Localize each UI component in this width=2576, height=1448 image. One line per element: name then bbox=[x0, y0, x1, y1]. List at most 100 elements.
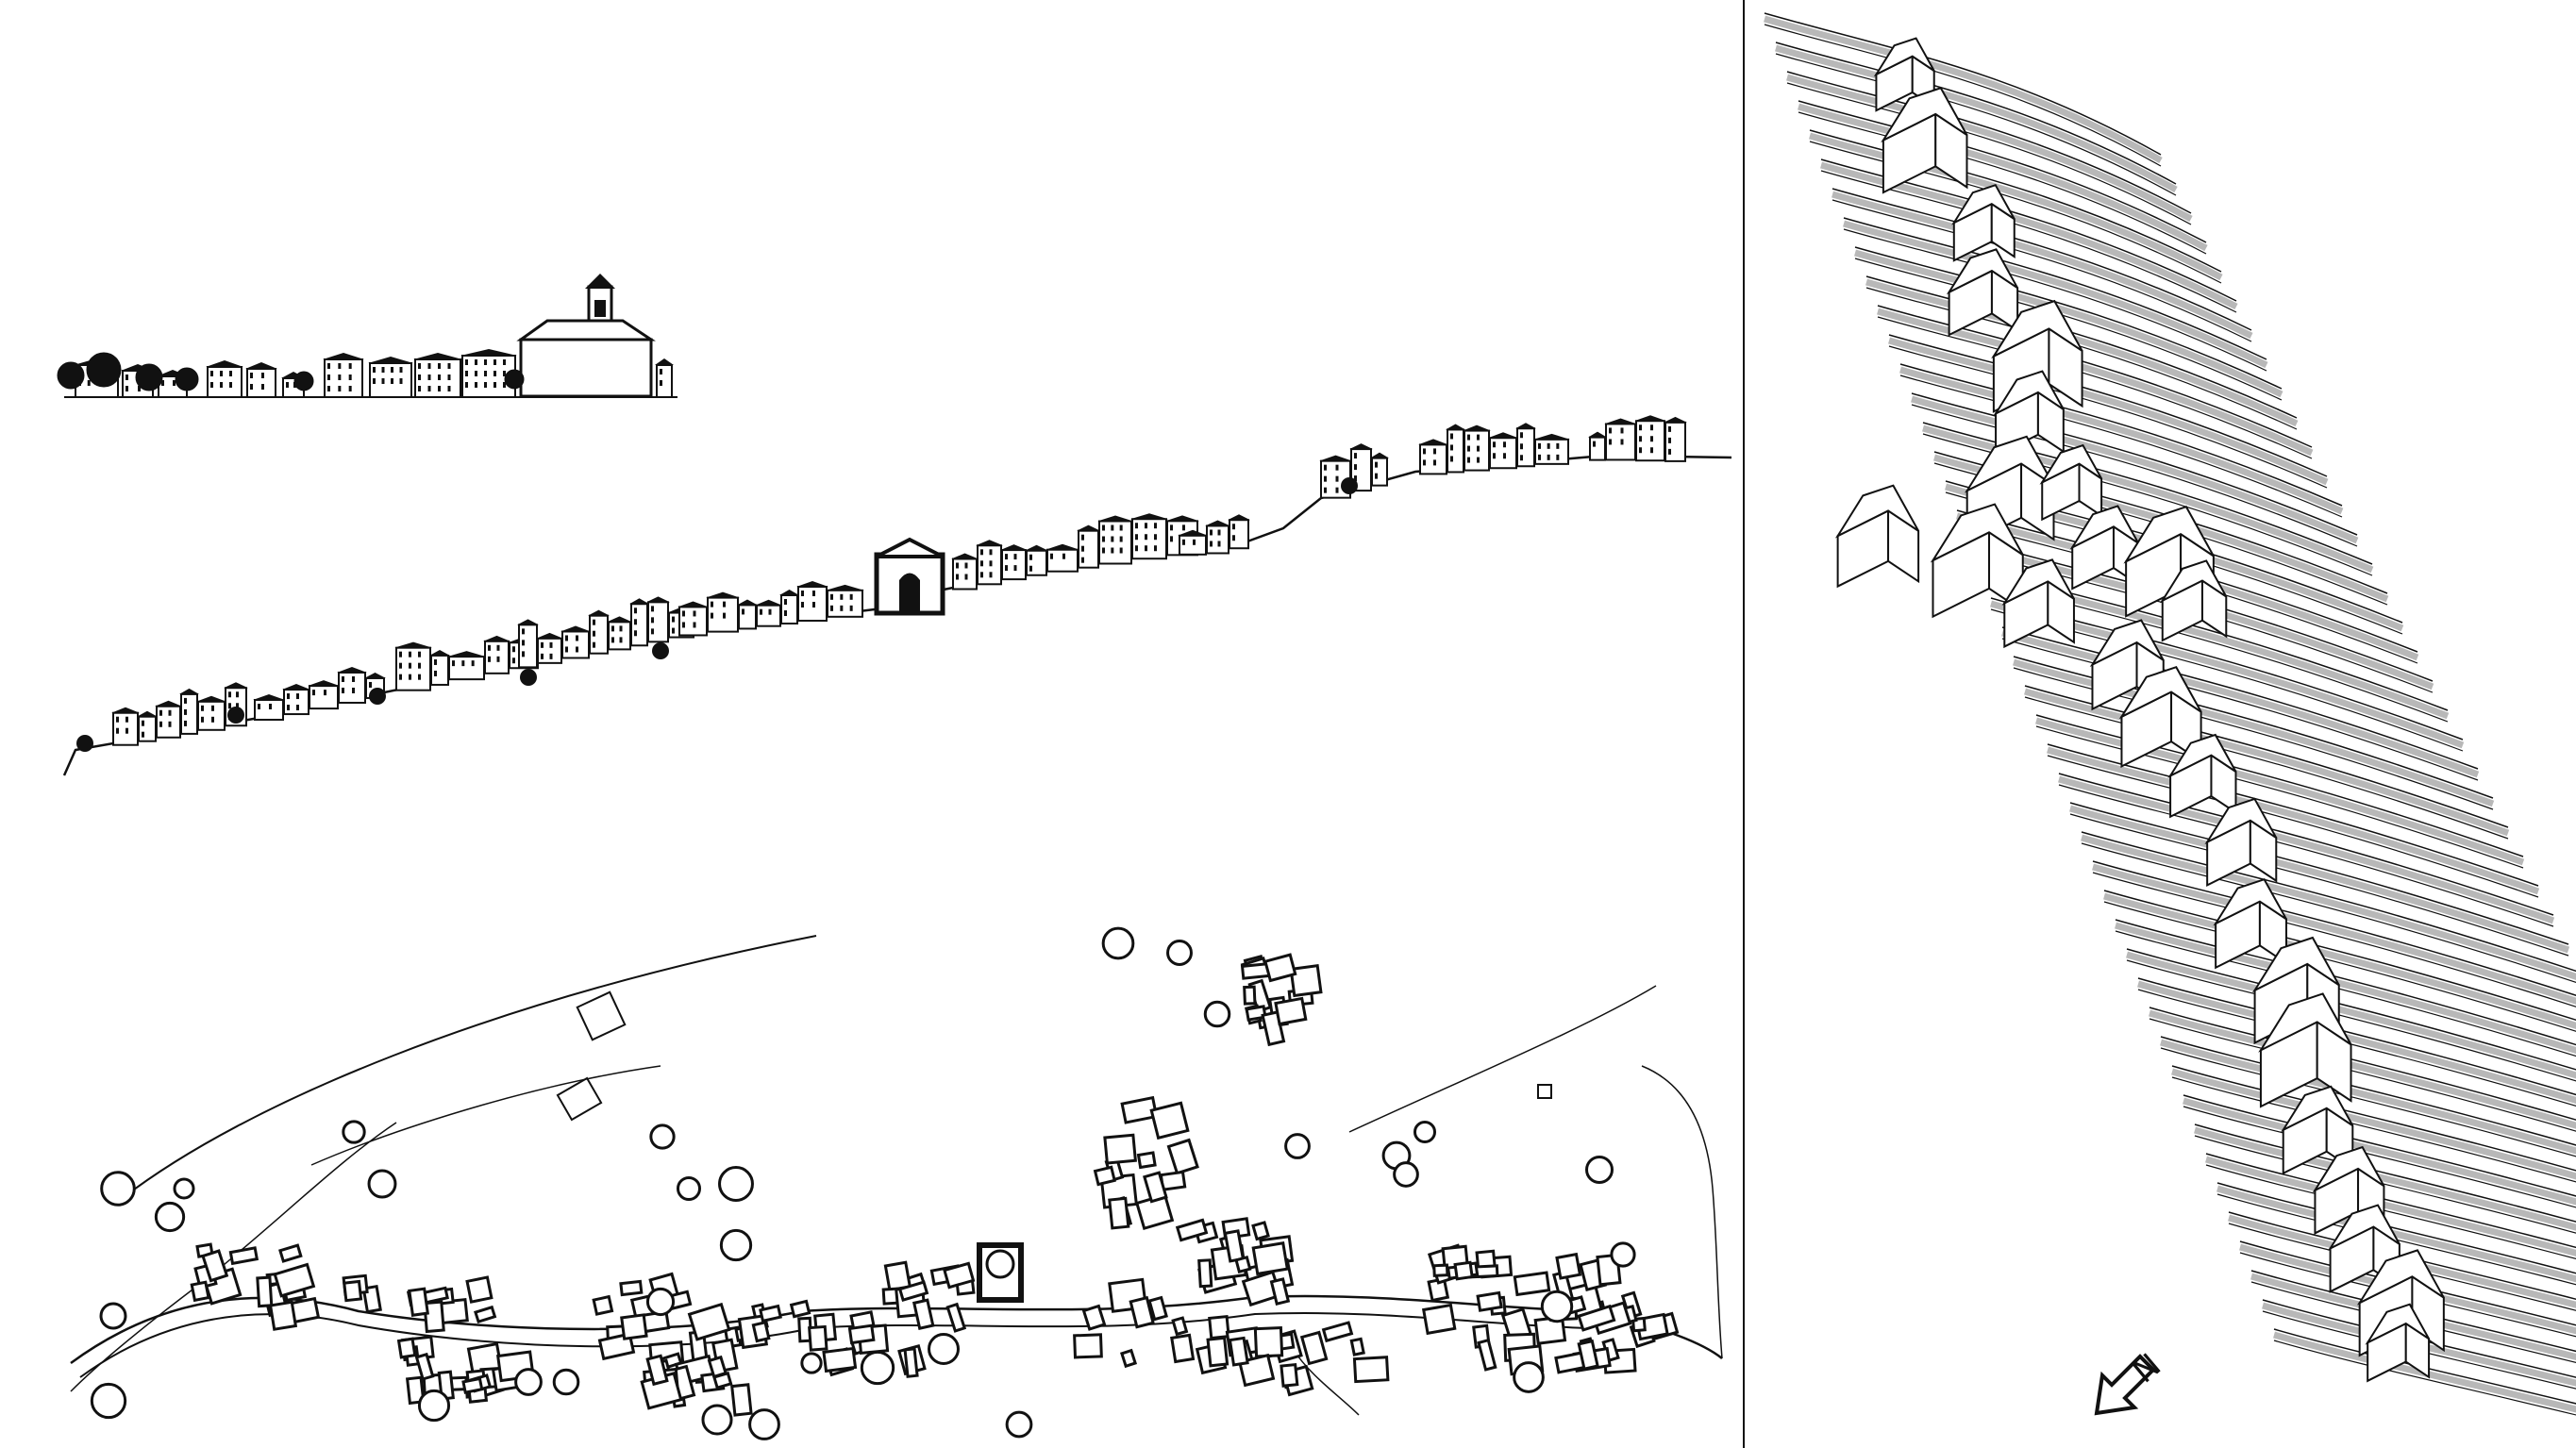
tree-icon bbox=[1005, 1410, 1033, 1439]
building-footprint bbox=[1143, 1171, 1168, 1204]
terrace-contour bbox=[1798, 100, 2207, 243]
house-elevation bbox=[560, 625, 591, 659]
building-footprint bbox=[273, 1262, 316, 1298]
terrace-band bbox=[2250, 1273, 2576, 1361]
terrace-contour bbox=[2092, 872, 2576, 1007]
building-footprint bbox=[945, 1302, 967, 1333]
house-elevation bbox=[655, 358, 674, 398]
terrace-contour bbox=[2171, 1076, 2576, 1183]
terrace-contour bbox=[2047, 743, 2539, 887]
terrace-band bbox=[2262, 1302, 2576, 1387]
church-plan bbox=[977, 1242, 1024, 1303]
tree-icon bbox=[552, 1368, 580, 1396]
house-elevation bbox=[111, 707, 140, 746]
building-footprint bbox=[256, 1275, 274, 1308]
tree-icon bbox=[1393, 1161, 1419, 1188]
tree-icon bbox=[504, 369, 525, 390]
terrace-contour bbox=[1843, 228, 2267, 372]
tree-icon bbox=[1610, 1241, 1636, 1268]
terrace-band bbox=[2228, 1214, 2576, 1308]
axonometric-house bbox=[1991, 299, 2083, 413]
tree-icon bbox=[520, 669, 537, 686]
tree-icon bbox=[1413, 1120, 1437, 1144]
building-footprint bbox=[1081, 1304, 1107, 1331]
hillside-house-row bbox=[76, 415, 1687, 752]
terrace-band bbox=[2081, 834, 2576, 981]
house-elevation bbox=[796, 581, 828, 623]
house-elevation bbox=[536, 632, 563, 664]
building-footprint bbox=[751, 1321, 771, 1343]
tree-icon bbox=[649, 1123, 676, 1150]
terrace-contour bbox=[2001, 638, 2479, 781]
terrace-contour bbox=[2250, 1270, 2576, 1353]
tree-icon bbox=[293, 371, 314, 391]
house-elevation bbox=[1178, 529, 1208, 556]
house-elevation bbox=[1664, 416, 1687, 462]
house-elevation bbox=[1588, 431, 1607, 461]
terrace-band bbox=[2183, 1097, 2576, 1206]
house-elevation bbox=[394, 641, 432, 691]
axonometric-house bbox=[2204, 797, 2278, 887]
building-footprint bbox=[190, 1280, 210, 1303]
terrace-contour bbox=[2001, 626, 2479, 770]
house-elevation bbox=[1097, 515, 1133, 565]
house-elevation bbox=[1515, 423, 1536, 468]
tree-icon bbox=[1513, 1361, 1545, 1393]
terrace-band bbox=[1911, 395, 2359, 544]
terrace-contour bbox=[2239, 1240, 2576, 1326]
terrace-contour bbox=[1843, 217, 2267, 360]
building-footprint bbox=[1253, 1326, 1284, 1358]
house-elevation bbox=[951, 553, 979, 591]
tree-icon bbox=[417, 1389, 451, 1423]
village-site-plan bbox=[70, 926, 1723, 1440]
terrace-band bbox=[1798, 103, 2208, 252]
house-elevation bbox=[483, 635, 510, 674]
building-blocks bbox=[190, 953, 1680, 1417]
terrace-contour bbox=[2205, 1153, 2576, 1249]
building-footprint bbox=[1129, 1295, 1155, 1329]
building-footprint bbox=[687, 1302, 731, 1341]
terrace-contour bbox=[2228, 1223, 2576, 1311]
building-footprint bbox=[759, 1304, 782, 1323]
terrace-contour bbox=[1786, 71, 2192, 214]
house-elevation bbox=[137, 710, 158, 742]
house-elevation bbox=[196, 695, 226, 731]
building-footprint bbox=[1274, 996, 1308, 1026]
building-footprint bbox=[1453, 1260, 1474, 1281]
house-elevation bbox=[155, 700, 182, 739]
terrace-contour bbox=[1832, 188, 2252, 331]
house-elevation bbox=[1228, 514, 1250, 550]
tree-icon bbox=[173, 1177, 195, 1200]
tree-icon bbox=[76, 735, 93, 752]
house-elevation bbox=[517, 619, 539, 669]
terrace-contour bbox=[2194, 1135, 2576, 1234]
building-footprint bbox=[228, 1246, 259, 1266]
terrace-contour bbox=[2137, 977, 2576, 1096]
house-elevation bbox=[976, 540, 1003, 586]
building-footprint bbox=[619, 1279, 644, 1297]
building-footprint bbox=[1577, 1304, 1616, 1332]
axonometric-house bbox=[1951, 183, 2016, 262]
building-footprint bbox=[1245, 1005, 1267, 1022]
building-footprint bbox=[903, 1347, 919, 1378]
building-footprint bbox=[461, 1376, 484, 1394]
terrace-band bbox=[2013, 658, 2495, 807]
terrace-band bbox=[1809, 132, 2223, 281]
terrace-contour bbox=[2171, 1065, 2576, 1172]
tree-icon bbox=[367, 1169, 397, 1199]
terrace-contour bbox=[1775, 53, 2177, 196]
axonometric-house bbox=[2280, 1085, 2354, 1175]
terrace-contour bbox=[2013, 667, 2494, 810]
building-footprint bbox=[1251, 1221, 1270, 1241]
house-elevation bbox=[323, 353, 364, 398]
terrace-contour bbox=[2160, 1047, 2576, 1157]
house-elevation bbox=[737, 599, 758, 630]
tree-icon bbox=[645, 1287, 676, 1317]
terrace-band bbox=[1764, 15, 2163, 164]
tree-icon bbox=[342, 1120, 366, 1144]
building-footprint bbox=[278, 1243, 303, 1263]
building-footprint bbox=[730, 1383, 753, 1417]
terrace-band bbox=[2160, 1039, 2576, 1155]
house-elevation bbox=[779, 590, 799, 625]
